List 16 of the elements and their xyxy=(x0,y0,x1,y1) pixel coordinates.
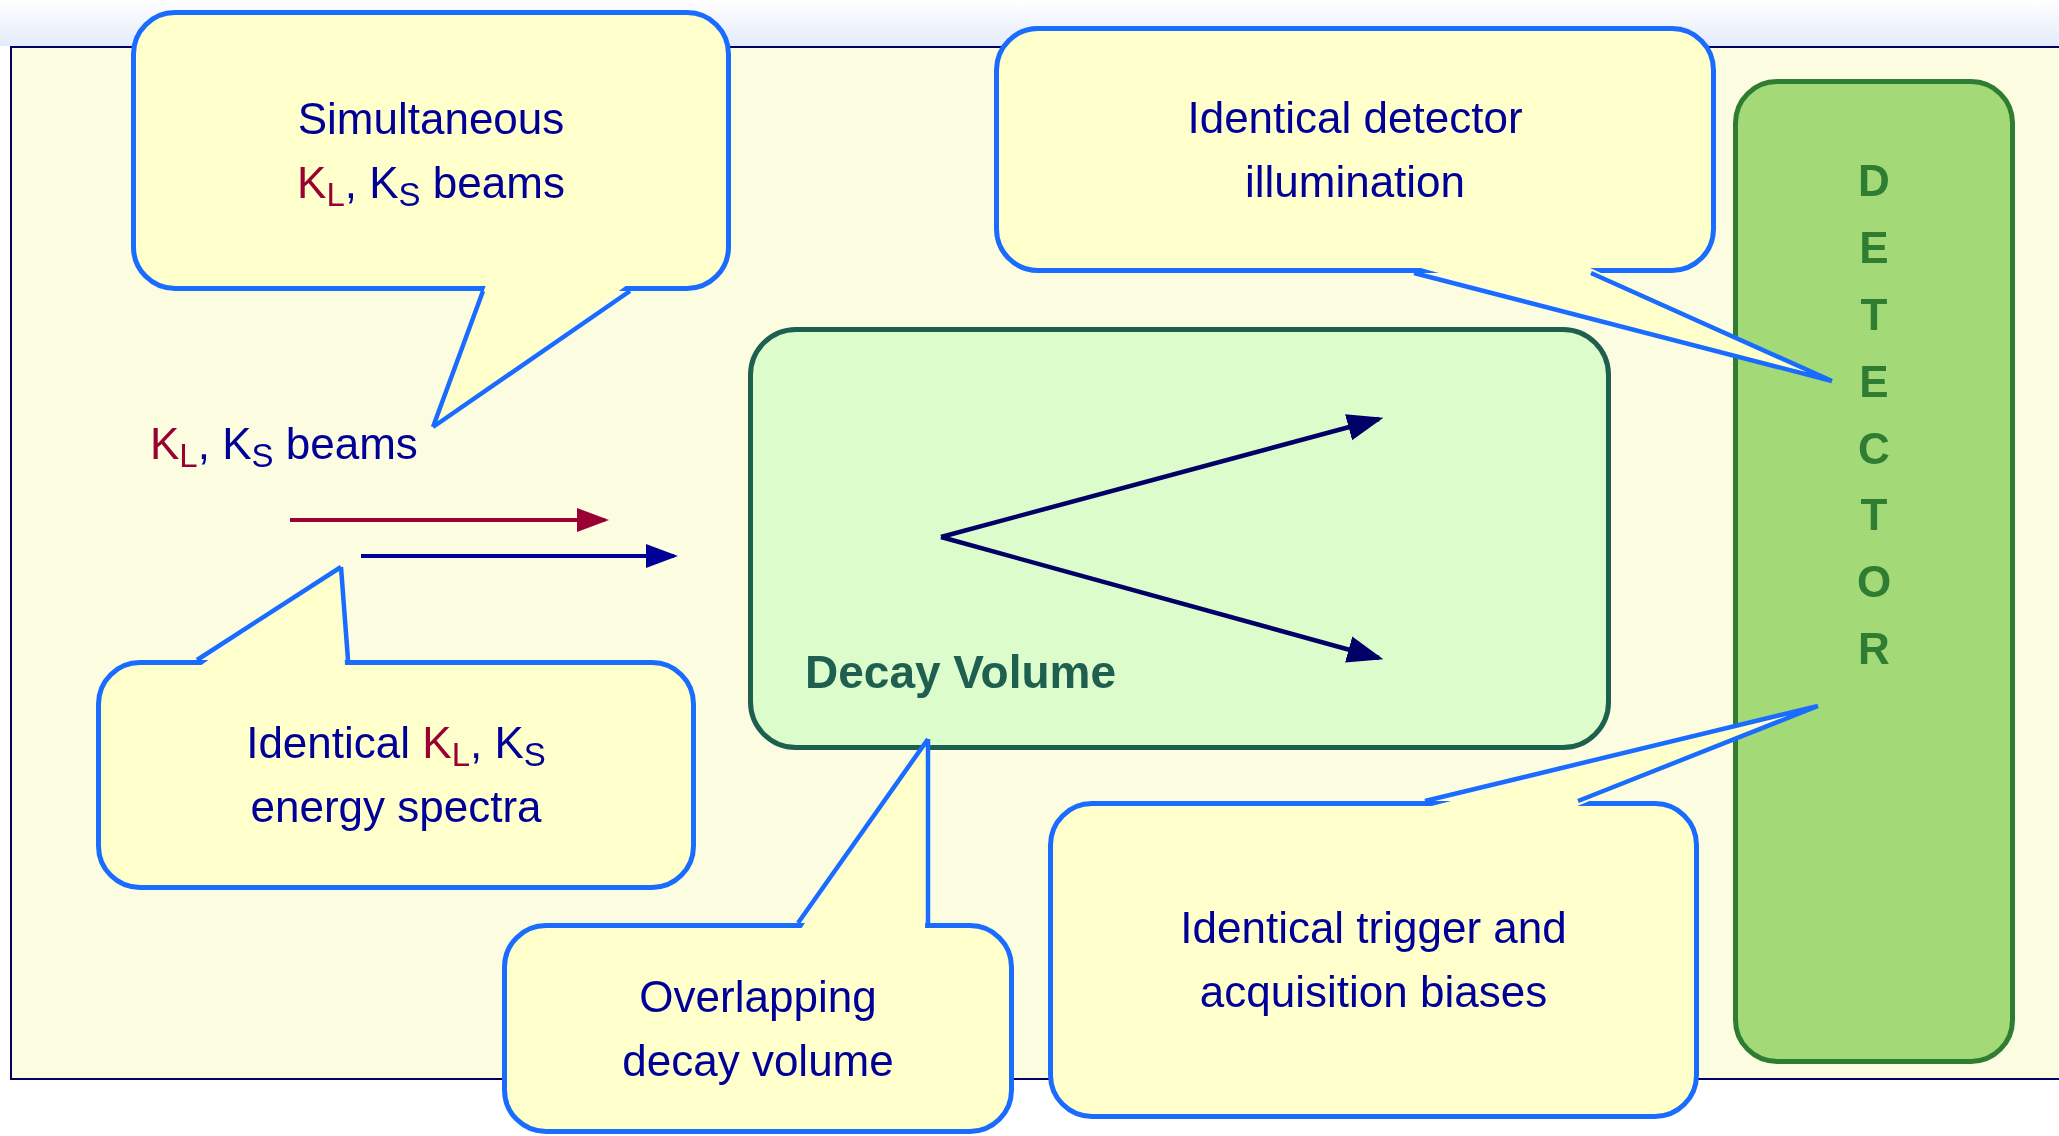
callout-pointer xyxy=(795,736,931,929)
callout-text: K$_{L}$, K$_{S}$ beams xyxy=(297,156,565,215)
callout-pointer xyxy=(1422,703,1821,807)
detector-bar xyxy=(1733,79,2015,1064)
detector-label: DETECTOR xyxy=(1855,155,1893,676)
callout-text: Identical K$_{L}$, K$_{S}$ energy spectra xyxy=(245,717,547,833)
callout-text: Simultaneous xyxy=(297,92,565,145)
callout-text: Identical detector illumination xyxy=(1186,91,1524,208)
callout-pointer xyxy=(430,285,633,430)
callout-pointer xyxy=(194,564,351,666)
decay-volume-box xyxy=(748,327,1611,750)
callout-pointer xyxy=(1411,267,1835,384)
callout-text: Overlapping decay volume xyxy=(621,970,895,1087)
callout-text: Identical trigger and acquisition biases xyxy=(1179,902,1568,1018)
beam-label: K$_{L}$, K$_{S}$ beams xyxy=(150,418,418,471)
region-label: Decay Volume xyxy=(805,645,1117,700)
